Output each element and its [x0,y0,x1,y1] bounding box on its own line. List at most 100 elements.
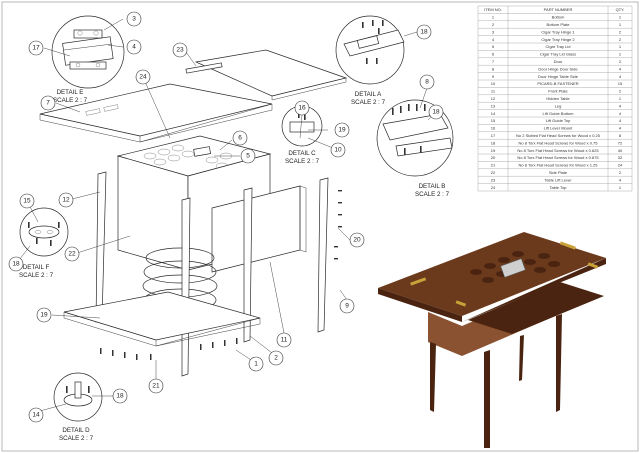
bom-cell: 1 [619,96,622,101]
detail-a-view: DETAIL A SCALE 2 : 7 [335,15,405,106]
bom-cell: 8 [492,66,495,71]
detail-d-title: DETAIL D [62,427,90,434]
bom-cell: Table Top [549,185,567,190]
bom-header-cell: PART NUMBER [544,7,573,12]
item-balloons: 3 4 17 7 24 23 6 5 18 8 18 16 10 19 12 1… [8,11,444,423]
bom-cell: 2 [619,29,622,34]
svg-text:3: 3 [132,16,136,23]
svg-text:16: 16 [298,105,306,112]
bom-cell: Cigar Tray Lid Glass [540,52,576,57]
balloon-11: 11 [276,332,292,348]
balloon-18-a: 18 [416,24,432,40]
bom-cell: 2 [619,59,622,64]
balloon-18-b: 18 [428,104,444,120]
detail-c-scale: SCALE 2 : 7 [285,158,320,165]
svg-text:8: 8 [425,79,429,86]
svg-text:20: 20 [353,237,361,244]
balloon-9: 9 [339,298,355,314]
bom-cell: Leg [555,103,562,108]
bom-cell: Lift Guide Bottom [543,111,575,116]
svg-text:1: 1 [254,361,258,368]
bom-cell: 1 [492,15,495,20]
detail-a-title: DETAIL A [355,91,382,98]
svg-text:11: 11 [281,337,288,344]
balloon-24: 24 [135,69,151,85]
bom-cell: Table Lift Lever [544,177,572,182]
balloon-3: 3 [126,11,142,27]
balloon-20: 20 [349,232,365,248]
bom-cell: 40 [618,148,623,153]
bom-cell: Cigar Tray Hinge 1 [541,29,575,34]
svg-text:5: 5 [246,153,250,160]
bom-cell: Side Plate [549,170,568,175]
balloon-12: 12 [58,192,74,208]
bom-cell: Door [554,59,563,64]
detail-b-view: DETAIL B SCALE 2 : 7 [376,99,454,198]
bom-cell: 3 [492,29,495,34]
bom-cell: Door Hinge Door Side [538,66,578,71]
bom-cell: 12 [491,96,496,101]
svg-text:23: 23 [176,47,184,54]
exploded-assembly-view [39,49,348,377]
bom-cell: 14 [491,111,496,116]
svg-text:21: 21 [152,383,160,390]
bom-cell: 2 [619,37,622,42]
svg-text:17: 17 [32,45,40,52]
balloon-5: 5 [240,148,256,164]
bom-cell: No 2 Slotted Flat Head Screws for Wood x… [516,133,601,138]
svg-text:18: 18 [12,261,20,268]
svg-text:2: 2 [274,355,278,362]
bom-cell: No 8 Torx Flat Head Screws for Wood x 0.… [519,140,599,145]
balloon-14: 14 [28,407,44,423]
detail-e-title: DETAIL E [57,89,84,96]
detail-f-title: DETAIL F [23,264,50,271]
bom-cell: 4 [619,111,622,116]
bom-cell: 16 [491,126,496,131]
bom-cell: 4 [492,37,495,42]
bom-cell: 18 [491,140,496,145]
bom-cell: 7 [492,59,495,64]
balloon-19-b: 19 [36,307,52,323]
balloon-2: 2 [268,350,284,366]
detail-f-view: DETAIL F SCALE 2 : 7 [19,207,69,279]
svg-text:9: 9 [345,303,349,310]
detail-b-title: DETAIL B [419,183,446,190]
svg-text:19: 19 [40,312,48,319]
bom-cell: 1 [619,52,622,57]
svg-text:22: 22 [68,251,76,258]
balloon-6: 6 [232,130,248,146]
balloon-7: 7 [40,95,56,111]
bom-cell: 24 [618,163,623,168]
bom-cell: Lift Guide Top [546,118,571,123]
detail-d-scale: SCALE 2 : 7 [59,435,94,442]
bom-cell: 6 [492,52,495,57]
bom-cell: 4 [619,177,622,182]
bom-cell: 11 [491,89,496,94]
bom-cell: Bottom [552,15,565,20]
bom-cell: Door Hinge Table Side [538,74,579,79]
bom-cell: Cigar Tray Lid [546,44,571,49]
bom-cell: No 8 Torx Flat Head Screws for Wood x 0.… [517,148,599,153]
bom-cell: 72 [618,140,623,145]
detail-b-scale: SCALE 2 : 7 [415,191,450,198]
balloon-15: 15 [19,193,35,209]
balloon-16: 16 [294,100,310,116]
bom-cell: 4 [619,74,622,79]
svg-text:18: 18 [420,29,428,36]
rendered-table-view [378,232,606,448]
bom-cell: 2 [492,22,495,27]
balloon-1: 1 [248,356,264,372]
bom-cell: No 8 Torx Flat Head Screws for Wood x 1.… [519,163,599,168]
bom-cell: 8 [619,133,622,138]
bom-cell: 4 [619,126,622,131]
bom-cell: Bottom Plate [547,22,571,27]
bom-cell: 1 [619,185,622,190]
bom-cell: 2 [619,170,622,175]
bom-header-cell: ITEM NO. [484,7,502,12]
balloon-10: 10 [330,142,346,158]
bom-cell: 15 [618,81,623,86]
render-legs [430,314,562,448]
